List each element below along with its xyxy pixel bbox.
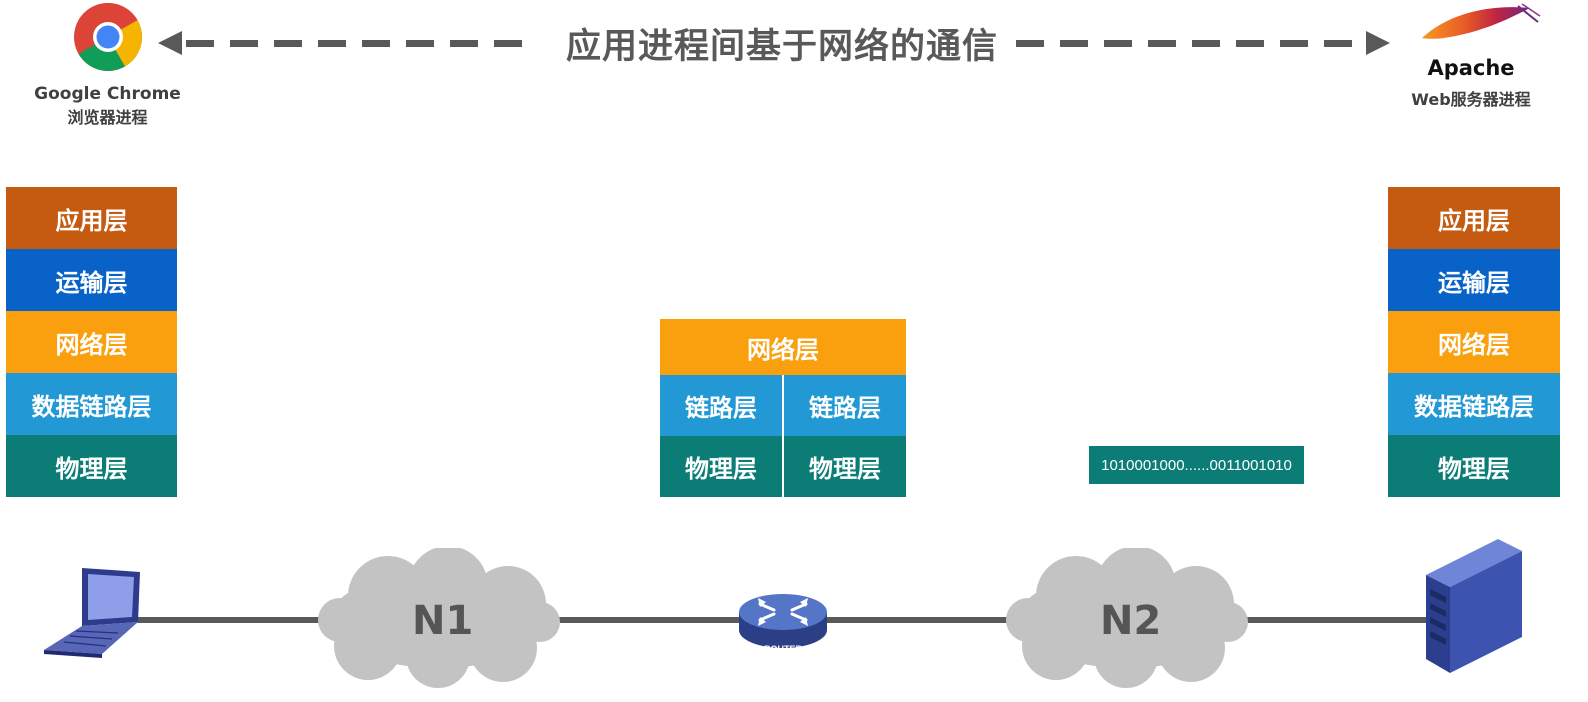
client-application-layer: 应用层 xyxy=(6,187,177,249)
server-subtitle: Web服务器进程 xyxy=(1411,90,1531,109)
dash xyxy=(1104,40,1132,47)
apache-feather-icon xyxy=(1422,3,1541,39)
router-physical-layer-right: 物理层 xyxy=(784,436,906,497)
diagram-title: 应用进程间基于网络的通信 xyxy=(566,27,999,67)
dash xyxy=(1016,40,1044,47)
server-caption: Apache Web服务器进程 xyxy=(1390,56,1552,110)
network-label-n2: N2 xyxy=(1100,598,1162,644)
router-physical-layer-left: 物理层 xyxy=(660,436,782,497)
dash xyxy=(1192,40,1220,47)
dash xyxy=(318,40,346,47)
dash xyxy=(230,40,258,47)
dash xyxy=(274,40,302,47)
client-subtitle: 浏览器进程 xyxy=(67,108,148,127)
dash xyxy=(450,40,478,47)
server-application-layer: 应用层 xyxy=(1388,187,1560,249)
client-physical-layer: 物理层 xyxy=(6,435,177,497)
server-datalink-layer: 数据链路层 xyxy=(1388,373,1560,435)
dash xyxy=(1280,40,1308,47)
server-network-layer: 网络层 xyxy=(1388,311,1560,373)
server-name: Apache xyxy=(1427,56,1515,80)
right-arrowhead xyxy=(1366,31,1390,55)
router-network-layer: 网络层 xyxy=(660,319,906,375)
cloud-icon xyxy=(318,548,560,688)
router-icon: ROUTER xyxy=(739,594,827,654)
network-label-n1: N1 xyxy=(412,598,474,644)
left-arrowhead xyxy=(158,31,182,55)
dash xyxy=(186,40,214,47)
client-caption: Google Chrome 浏览器进程 xyxy=(20,84,195,128)
dash xyxy=(406,40,434,47)
cloud-icon xyxy=(1006,548,1248,688)
server-transport-layer: 运输层 xyxy=(1388,249,1560,311)
dash xyxy=(1148,40,1176,47)
client-transport-layer: 运输层 xyxy=(6,249,177,311)
client-datalink-layer: 数据链路层 xyxy=(6,373,177,435)
router-link-layer-right: 链路层 xyxy=(784,375,906,436)
router-label: ROUTER xyxy=(764,644,803,654)
dash xyxy=(1236,40,1264,47)
dash xyxy=(494,40,522,47)
router-link-layer-left: 链路层 xyxy=(660,375,782,436)
server-icon xyxy=(1426,539,1522,673)
bitstream-box: 1010001000......0011001010 xyxy=(1089,446,1304,484)
dash xyxy=(362,40,390,47)
server-physical-layer: 物理层 xyxy=(1388,435,1560,497)
dash xyxy=(1060,40,1088,47)
chrome-icon xyxy=(74,3,142,71)
client-name: Google Chrome xyxy=(34,84,181,104)
client-network-layer: 网络层 xyxy=(6,311,177,373)
laptop-icon xyxy=(44,568,140,658)
dash xyxy=(1324,40,1352,47)
